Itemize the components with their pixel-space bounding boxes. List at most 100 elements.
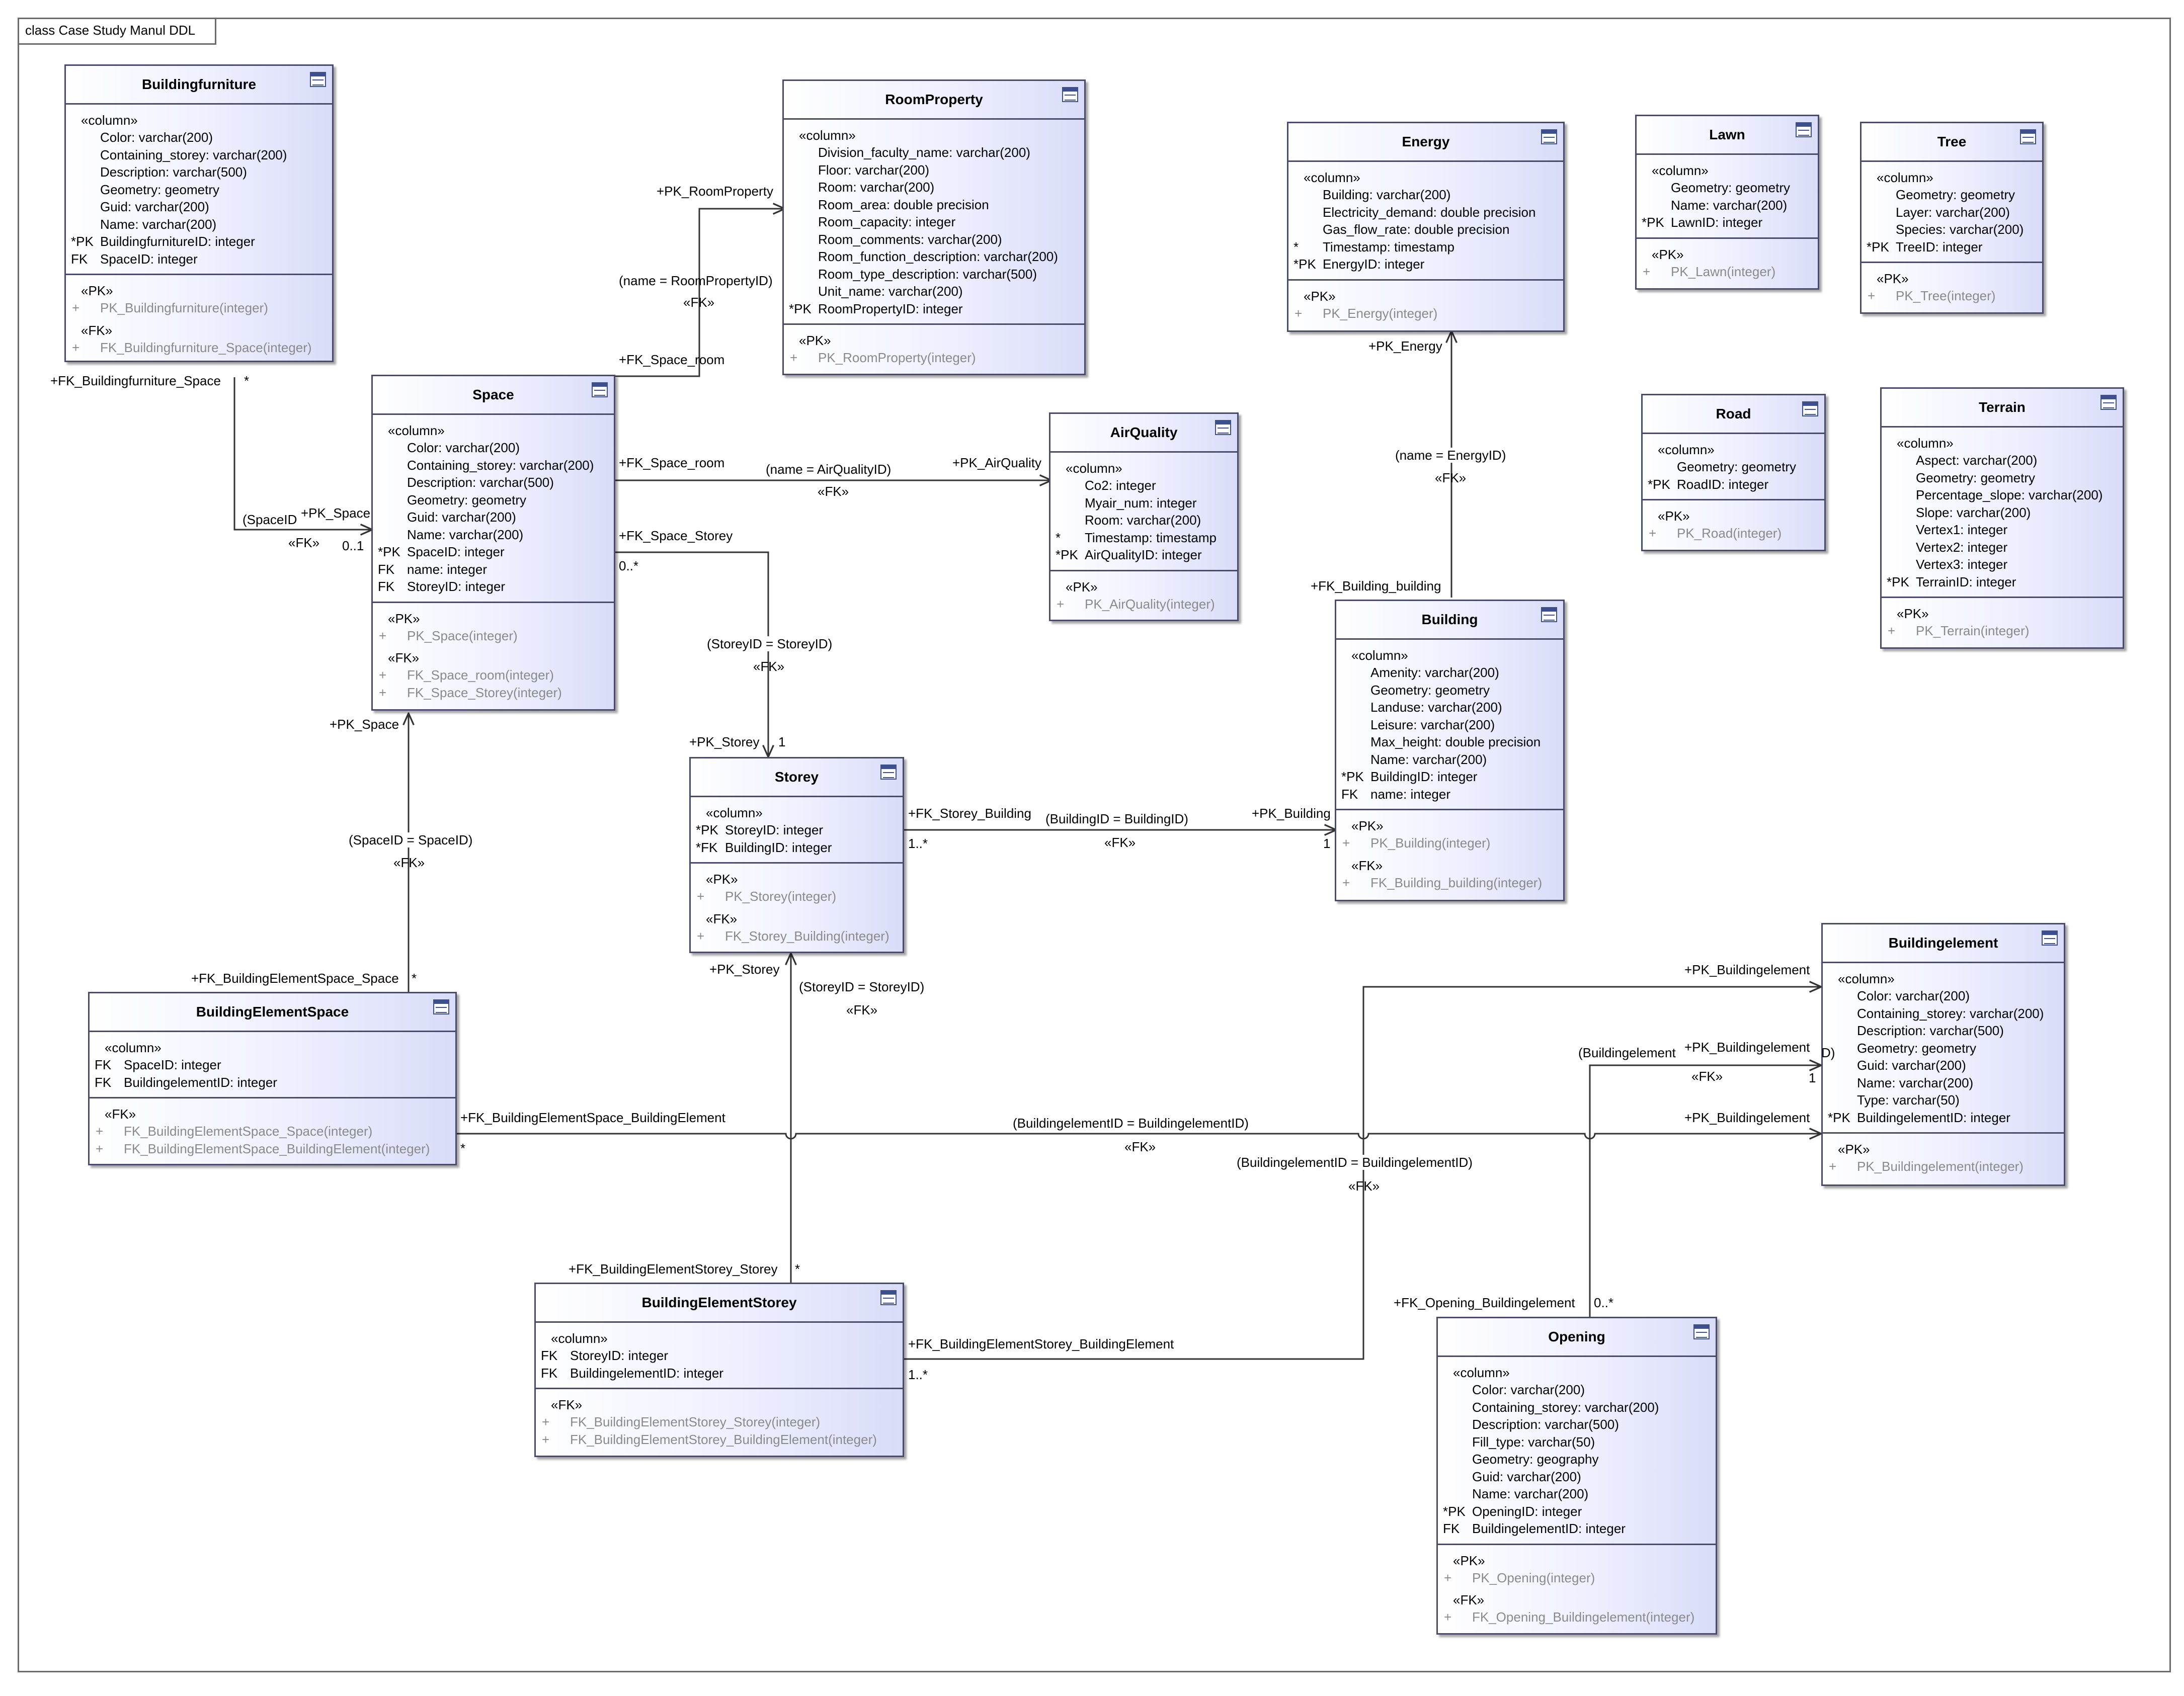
link-bes-buildingelement[interactable] <box>457 1134 1821 1139</box>
table-terrain[interactable]: Terrain «column» Aspect: varchar(200) Ge… <box>1880 387 2124 649</box>
table-airquality[interactable]: AirQuality «column» Co2: integer Myair_n… <box>1049 412 1239 621</box>
table-roomproperty[interactable]: RoomProperty «column» Division_faculty_n… <box>782 79 1086 375</box>
table-lawn[interactable]: Lawn «column» Geometry: geometry Name: v… <box>1635 115 1819 290</box>
column-row[interactable]: Amenity: varchar(200) <box>1336 664 1563 682</box>
column-row[interactable]: Room_capacity: integer <box>784 213 1084 231</box>
column-row[interactable]: Name: varchar(200) <box>373 526 614 544</box>
column-row[interactable]: Room_area: double precision <box>784 196 1084 214</box>
column-row[interactable]: Slope: varchar(200) <box>1882 504 2123 522</box>
column-row[interactable]: Geometry: geography <box>1438 1451 1716 1468</box>
column-row[interactable]: Unit_name: varchar(200) <box>784 283 1084 300</box>
column-row[interactable]: Color: varchar(200) <box>373 439 614 457</box>
operation-row[interactable]: +FK_Buildingfurniture_Space(integer) <box>72 340 312 355</box>
operation-row[interactable]: +PK_RoomProperty(integer) <box>790 350 976 365</box>
column-row[interactable]: Color: varchar(200) <box>66 129 332 146</box>
column-row[interactable]: Geometry: geometry <box>373 491 614 509</box>
column-row[interactable]: *Timestamp: timestamp <box>1050 529 1237 547</box>
column-row[interactable]: Geometry: geometry <box>1637 179 1818 197</box>
column-row[interactable]: Type: varchar(50) <box>1823 1091 2064 1109</box>
column-row[interactable]: Myair_num: integer <box>1050 494 1237 512</box>
column-row[interactable]: Max_height: double precision <box>1336 733 1563 751</box>
operation-row[interactable]: +PK_Opening(integer) <box>1444 1570 1595 1585</box>
column-row[interactable]: Color: varchar(200) <box>1438 1381 1716 1399</box>
column-row[interactable]: Description: varchar(500) <box>1438 1416 1716 1433</box>
column-row[interactable]: *Timestamp: timestamp <box>1288 238 1563 256</box>
table-opening[interactable]: Opening «column» Color: varchar(200) Con… <box>1436 1317 1717 1635</box>
column-row[interactable]: Geometry: geometry <box>1862 186 2042 204</box>
column-row[interactable]: Containing_storey: varchar(200) <box>1823 1005 2064 1023</box>
operation-row[interactable]: +PK_AirQuality(integer) <box>1057 596 1215 612</box>
operation-row[interactable]: +PK_Buildingfurniture(integer) <box>72 300 268 315</box>
column-row[interactable]: Guid: varchar(200) <box>1438 1468 1716 1486</box>
column-row[interactable]: Floor: varchar(200) <box>784 161 1084 179</box>
link-buildingfurniture-space[interactable] <box>233 377 372 530</box>
operation-row[interactable]: +FK_Storey_Building(integer) <box>697 928 889 944</box>
table-buildingelement[interactable]: Buildingelement «column» Color: varchar(… <box>1821 923 2065 1186</box>
operation-row[interactable]: +PK_Space(integer) <box>379 628 518 643</box>
column-row[interactable]: Vertex1: integer <box>1882 521 2123 539</box>
operation-row[interactable]: +PK_Terrain(integer) <box>1888 623 2030 638</box>
column-row[interactable]: Guid: varchar(200) <box>373 508 614 526</box>
column-row[interactable]: Division_faculty_name: varchar(200) <box>784 144 1084 161</box>
column-row[interactable]: Description: varchar(500) <box>373 474 614 491</box>
column-row[interactable]: Fill_type: varchar(50) <box>1438 1433 1716 1451</box>
column-row[interactable]: Building: varchar(200) <box>1288 186 1563 204</box>
column-row[interactable]: Co2: integer <box>1050 477 1237 494</box>
column-row[interactable]: Containing_storey: varchar(200) <box>1438 1399 1716 1416</box>
column-row[interactable]: Guid: varchar(200) <box>66 198 332 216</box>
operation-row[interactable]: +FK_Opening_Buildingelement(integer) <box>1444 1609 1695 1625</box>
link-space-storey[interactable] <box>614 551 768 757</box>
operation-row[interactable]: +FK_BuildingElementStorey_BuildingElemen… <box>542 1431 877 1447</box>
column-row[interactable]: Percentage_slope: varchar(200) <box>1882 486 2123 504</box>
table-energy[interactable]: Energy «column» Building: varchar(200) E… <box>1287 122 1565 332</box>
operation-row[interactable]: +PK_Road(integer) <box>1649 526 1782 541</box>
link-space-roomproperty[interactable] <box>614 209 785 377</box>
column-row[interactable]: Room_function_description: varchar(200) <box>784 248 1084 266</box>
operation-row[interactable]: +PK_Tree(integer) <box>1868 288 1996 303</box>
column-row[interactable]: Containing_storey: varchar(200) <box>66 146 332 164</box>
column-row[interactable]: Guid: varchar(200) <box>1823 1057 2064 1074</box>
column-row[interactable]: Room: varchar(200) <box>784 179 1084 196</box>
operation-row[interactable]: +FK_BuildingElementSpace_BuildingElement… <box>96 1141 430 1156</box>
column-row[interactable]: Room_comments: varchar(200) <box>784 231 1084 248</box>
operation-row[interactable]: +FK_BuildingElementStorey_Storey(integer… <box>542 1414 821 1429</box>
column-row[interactable]: Vertex2: integer <box>1882 539 2123 556</box>
column-row[interactable]: Containing_storey: varchar(200) <box>373 457 614 474</box>
table-tree[interactable]: Tree «column» Geometry: geometry Layer: … <box>1860 122 2044 314</box>
operation-row[interactable]: +PK_Storey(integer) <box>697 889 837 904</box>
table-buildingfurniture[interactable]: Buildingfurniture «column» Color: varcha… <box>64 64 334 362</box>
operation-row[interactable]: +FK_BuildingElementSpace_Space(integer) <box>96 1124 373 1139</box>
column-row[interactable]: Name: varchar(200) <box>1637 197 1818 214</box>
column-row[interactable]: Description: varchar(500) <box>66 163 332 181</box>
operation-row[interactable]: +PK_Buildingelement(integer) <box>1829 1159 2024 1174</box>
column-row[interactable]: Aspect: varchar(200) <box>1882 452 2123 469</box>
column-row[interactable]: Vertex3: integer <box>1882 556 2123 573</box>
column-row[interactable]: Description: varchar(500) <box>1823 1022 2064 1040</box>
column-row[interactable]: Electricity_demand: double precision <box>1288 204 1563 221</box>
column-row[interactable]: Name: varchar(200) <box>1336 751 1563 769</box>
link-bestorey-buildingelement[interactable] <box>904 987 1821 1360</box>
operation-row[interactable]: +PK_Building(integer) <box>1342 835 1491 851</box>
column-row[interactable]: Room: varchar(200) <box>1050 512 1237 529</box>
operation-row[interactable]: +FK_Space_room(integer) <box>379 667 554 683</box>
